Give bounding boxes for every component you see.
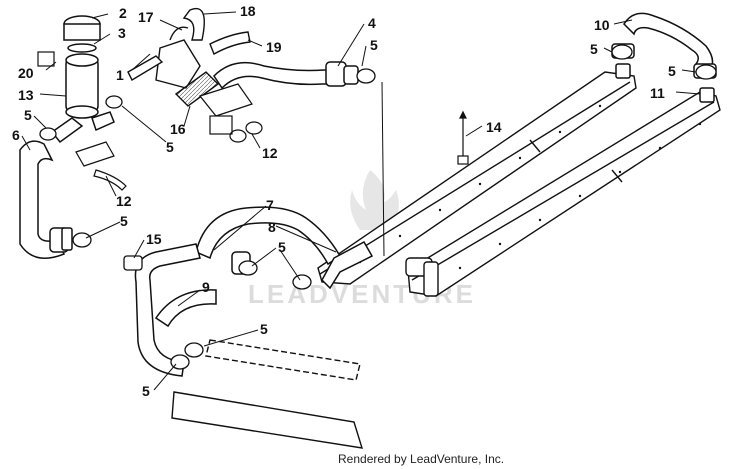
callout-16: 16 xyxy=(170,121,186,137)
hose-clamps xyxy=(39,44,717,370)
callout-1: 1 xyxy=(116,67,124,83)
callout-3: 3 xyxy=(118,25,126,41)
exchanger-elbow xyxy=(405,257,439,297)
callout-8: 8 xyxy=(268,219,276,235)
hose-left xyxy=(19,140,73,259)
hose-lower-middle xyxy=(195,206,374,290)
callout-5-left-b: 5 xyxy=(120,213,128,229)
coolant-reservoir xyxy=(50,15,115,144)
bottom-tray xyxy=(171,339,363,449)
leader-lines xyxy=(21,11,701,391)
callout-5-mid-b: 5 xyxy=(278,239,286,255)
callout-19: 19 xyxy=(266,39,282,55)
callout-5-left-a: 5 xyxy=(24,107,32,123)
hose-top-middle xyxy=(213,61,385,257)
callout-9: 9 xyxy=(202,279,210,295)
callout-2: 2 xyxy=(119,5,127,21)
render-credit: Rendered by LeadVenture, Inc. xyxy=(338,452,505,466)
callout-5-low-b: 5 xyxy=(142,383,150,399)
callout-labels: 2 3 1 17 18 19 4 5 10 5 5 11 14 20 13 5 … xyxy=(12,3,676,399)
callout-13: 13 xyxy=(18,87,34,103)
callout-6: 6 xyxy=(12,127,20,143)
bolt-part xyxy=(457,110,469,165)
callout-11: 11 xyxy=(650,85,665,101)
callout-15: 15 xyxy=(146,231,162,247)
bracket-12-lower xyxy=(75,141,127,191)
callout-14: 14 xyxy=(486,119,502,135)
callout-5-mid-a: 5 xyxy=(166,139,174,155)
hose-16 xyxy=(174,71,220,107)
clamp-15 xyxy=(123,255,143,271)
callout-4: 4 xyxy=(368,15,376,31)
hose-9-loop xyxy=(134,243,217,377)
bracket-plate xyxy=(198,83,253,135)
decal-part xyxy=(37,51,55,67)
callout-12-upper: 12 xyxy=(262,145,278,161)
callout-5-right-b: 5 xyxy=(668,63,676,79)
callout-17: 17 xyxy=(138,9,154,25)
callout-5-right-a: 5 xyxy=(590,41,598,57)
heat-exchanger-upper xyxy=(317,71,637,285)
callout-5-low-a: 5 xyxy=(260,321,268,337)
callout-7: 7 xyxy=(266,197,274,213)
callout-12-lower: 12 xyxy=(116,193,132,209)
callout-10: 10 xyxy=(594,17,610,33)
thermostat-housing xyxy=(155,8,251,89)
callout-20: 20 xyxy=(18,65,34,81)
callout-5-top: 5 xyxy=(370,37,378,53)
clamps-12-upper xyxy=(229,121,263,143)
callout-18: 18 xyxy=(240,3,256,19)
hose-1 xyxy=(127,55,164,81)
